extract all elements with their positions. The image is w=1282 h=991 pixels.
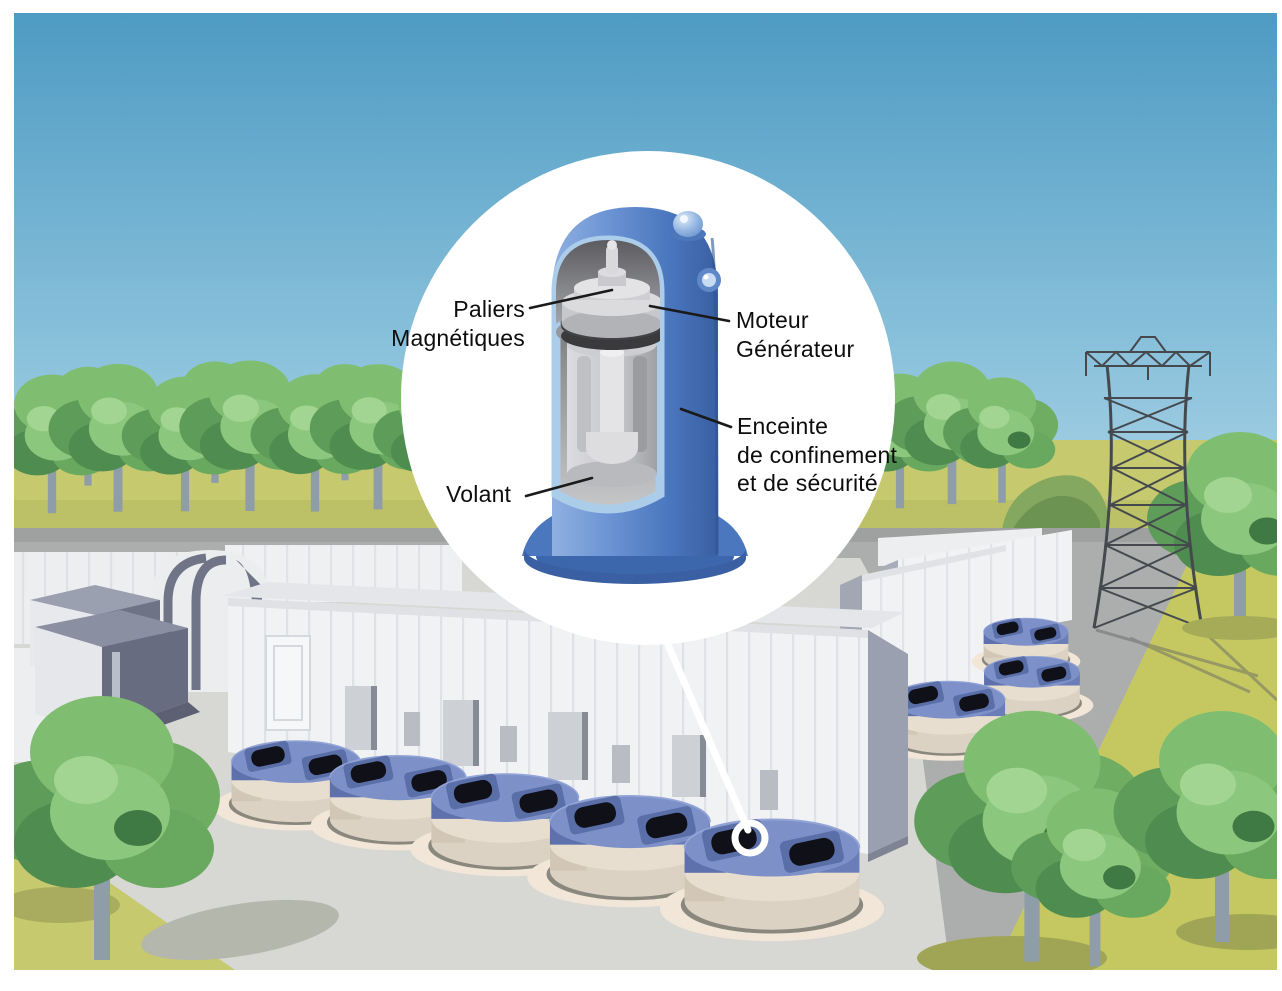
callout-leader-line: [662, 636, 752, 834]
tree-shadows: [14, 616, 1277, 970]
pylon-shadow: [1095, 628, 1277, 702]
flywheel-unit-highlighted: [658, 817, 886, 943]
wall-cabinets: [345, 686, 778, 810]
callout-target-ring: [731, 819, 769, 857]
label-volant: Volant: [446, 481, 512, 507]
power-pylon: [1085, 336, 1211, 629]
containment-vessel: [522, 207, 748, 584]
flywheel-machinery: [561, 240, 660, 487]
building-door: [265, 635, 311, 731]
label-leader-lines: [524, 288, 733, 498]
label-moteur-generateur: Moteur Générateur: [736, 307, 855, 362]
label-paliers-magnetiques: Paliers Magnétiques: [391, 296, 525, 351]
vessel-side-port: [697, 268, 721, 292]
vessel-cutaway: [551, 235, 665, 514]
label-enceinte-confinement: Enceinte de confinement et de sécurité: [737, 413, 898, 497]
building-end-wall: [868, 630, 908, 854]
vessel-top-knob: [670, 211, 706, 241]
